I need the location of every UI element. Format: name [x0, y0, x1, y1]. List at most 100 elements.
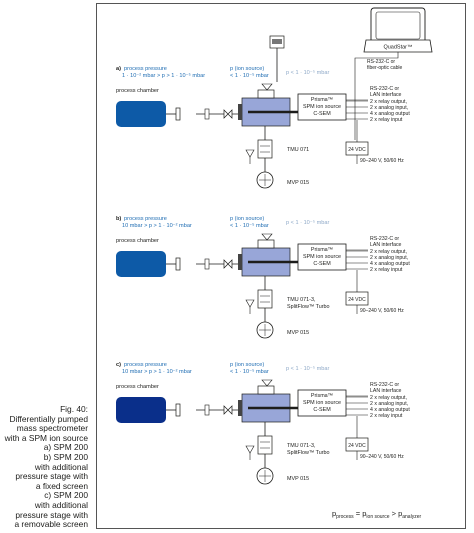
bypass-valve-icon — [245, 299, 255, 308]
interface-line-1: RS-232-C or — [370, 236, 399, 242]
caption-line: a) SPM 200 — [43, 442, 88, 453]
inlet-valve-icon — [223, 259, 233, 269]
turbo-label: TMU 071-3, — [287, 297, 316, 303]
caption-line: a removable screen — [14, 519, 88, 530]
io-line: 2 x relay input — [370, 267, 403, 273]
prisma-box — [297, 243, 347, 271]
process-chamber — [116, 101, 166, 127]
ion-source-range: < 1 · 10⁻⁵ mbar — [230, 368, 269, 375]
interface-line-1: RS-232-C or — [370, 382, 399, 388]
backing-pump-label: MVP 015 — [287, 476, 309, 482]
caption-line: a fixed screen — [35, 480, 88, 491]
top-valve-icon — [261, 83, 273, 91]
io-line: 2 x relay output, — [370, 249, 407, 255]
ion-source-title: p (ion source) — [230, 66, 264, 72]
ion-source-label: SPM ion source — [303, 400, 341, 406]
power-label: 24 VDC — [348, 297, 366, 303]
io-line: 2 x analog input, — [370, 401, 408, 407]
cable-line-2: fiber-optic cable — [367, 65, 403, 71]
io-line: 2 x analog input, — [370, 255, 408, 261]
gauge-display — [272, 39, 282, 44]
caption-line: with additional — [34, 461, 88, 472]
turbo-pump — [257, 139, 273, 159]
io-line: 2 x relay output, — [370, 99, 407, 105]
vessel-flange-left — [238, 254, 242, 270]
inlet-flange — [204, 258, 210, 270]
prisma-label: Prisma™ — [311, 247, 333, 253]
mains-label: 90–240 V, 50/60 Hz — [360, 158, 404, 164]
top-valve-icon — [261, 233, 273, 241]
turbo-label: TMU 071 — [287, 147, 309, 153]
inlet-valve-icon — [223, 405, 233, 415]
process-chamber — [116, 251, 166, 277]
caption-line: pressure stage with — [15, 509, 88, 520]
top-valve-icon — [261, 379, 273, 387]
ion-source-label: SPM ion source — [303, 104, 341, 110]
pump-cross — [259, 174, 271, 186]
computer-cable: RS-232-C or fiber-optic cable — [354, 52, 403, 140]
io-line: 2 x relay input — [370, 413, 403, 419]
vessel-top-flange — [257, 385, 275, 395]
pressure-range: 1 · 10⁻² mbar > p > 1 · 10⁻⁵ mbar — [122, 72, 205, 79]
detector-label: C-SEM — [313, 261, 331, 267]
pump-cross — [259, 324, 271, 336]
interface-line-2: LAN interface — [370, 388, 402, 394]
caption-line: pressure stage with — [15, 471, 88, 482]
inlet-flange — [204, 404, 210, 416]
chamber-label: process chamber — [116, 384, 159, 390]
turbo-label-2: SplitFlow™ Turbo — [287, 450, 330, 456]
analyzer-range: p < 1 · 10⁻⁵ mbar — [286, 69, 329, 76]
interface-line-1: RS-232-C or — [370, 86, 399, 92]
caption-line: Differentially pumped — [9, 413, 88, 424]
mains-label: 90–240 V, 50/60 Hz — [360, 454, 404, 460]
bypass-valve-icon — [245, 445, 255, 454]
chamber-port — [175, 257, 181, 271]
turbo-pump — [257, 435, 273, 455]
pressure-title: process pressure — [124, 362, 167, 368]
turbo-label: TMU 071-3, — [287, 443, 316, 449]
ion-source-title: p (ion source) — [230, 216, 264, 222]
inlet-valve-icon — [223, 109, 233, 119]
interface-line-2: LAN interface — [370, 242, 402, 248]
caption-line: b) SPM 200 — [43, 451, 88, 462]
chamber-port — [175, 107, 181, 121]
chamber-label: process chamber — [116, 238, 159, 244]
pressure-title: process pressure — [124, 66, 167, 72]
caption-line: with additional — [34, 499, 88, 510]
process-chamber — [116, 397, 166, 423]
caption-line: c) SPM 200 — [44, 490, 88, 501]
caption-line: mass spectrometer — [16, 423, 88, 434]
interface-line-2: LAN interface — [370, 92, 402, 98]
ion-source-title: p (ion source) — [230, 362, 264, 368]
analyzer-range: p < 1 · 10⁻⁵ mbar — [286, 219, 329, 226]
turbo-pump — [257, 289, 273, 309]
vessel-top-flange — [257, 239, 275, 249]
prisma-box — [297, 93, 347, 121]
prisma-label: Prisma™ — [311, 97, 333, 103]
inlet-flange — [204, 108, 210, 120]
vessel-flange-left — [238, 104, 242, 120]
caption-line: Fig. 40: — [60, 404, 88, 414]
io-line: 2 x relay output, — [370, 395, 407, 401]
pressure-formula: pprocess = pion source > panalyzer — [332, 509, 421, 520]
pressure-title: process pressure — [124, 216, 167, 222]
chamber-port — [175, 403, 181, 417]
io-line: 4 x analog output — [370, 407, 410, 413]
io-line: 4 x analog output — [370, 261, 410, 267]
bypass-valve-icon — [245, 149, 255, 158]
io-line: 2 x analog input, — [370, 105, 408, 111]
quadstar-computer: QuadStar™ — [363, 7, 433, 53]
vessel-flange-left — [238, 400, 242, 416]
power-label: 24 VDC — [348, 147, 366, 153]
panel-letter: c) — [116, 362, 121, 368]
mains-label: 90–240 V, 50/60 Hz — [360, 308, 404, 314]
quadstar-label: QuadStar™ — [383, 45, 412, 51]
figure-frame — [96, 3, 466, 529]
detector-label: C-SEM — [313, 407, 331, 413]
analyzer-range: p < 1 · 10⁻⁵ mbar — [286, 365, 329, 372]
